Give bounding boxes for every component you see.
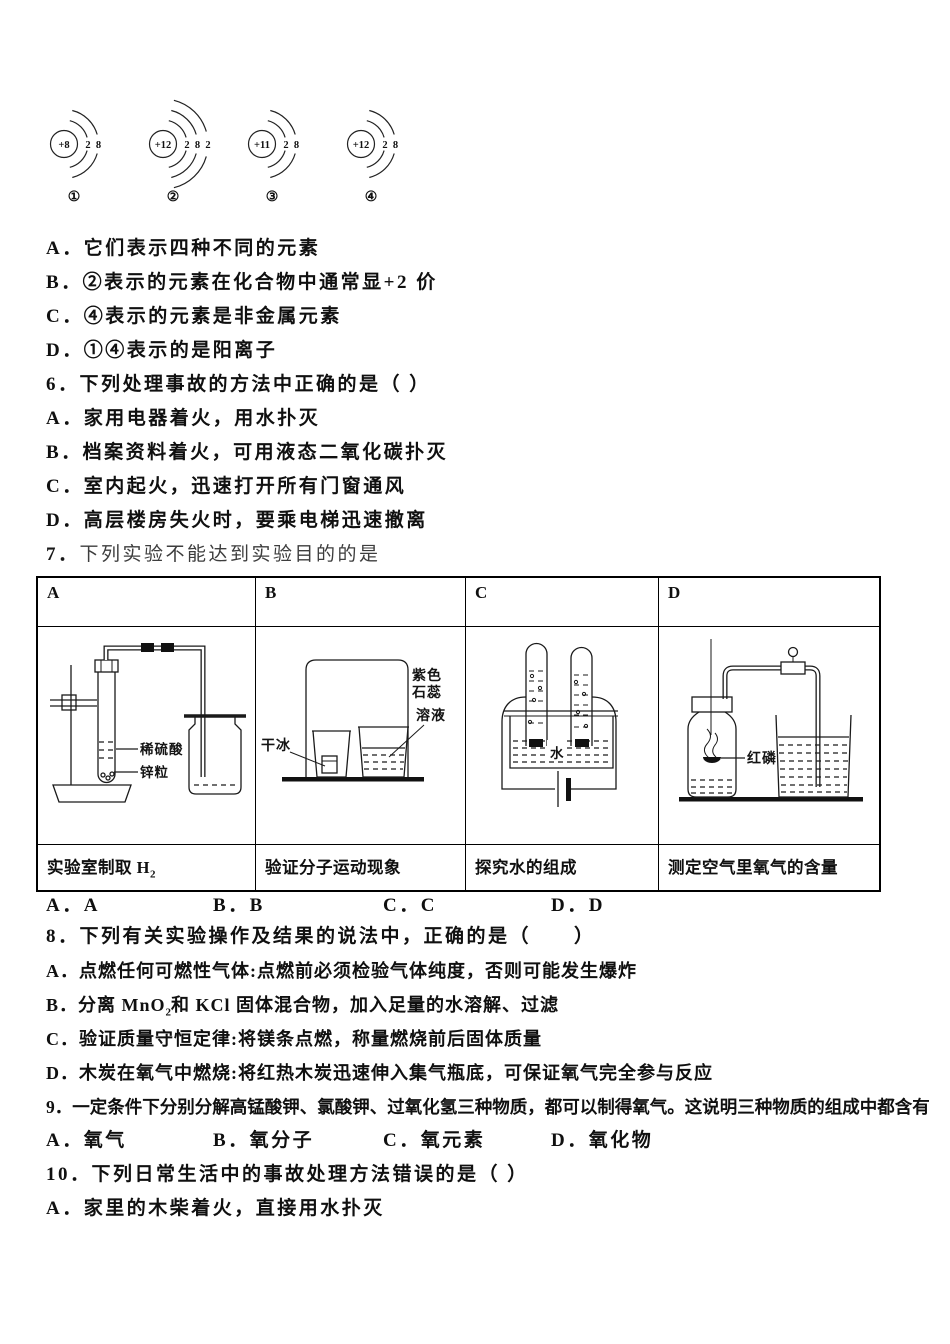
q9-option-a: A．氧气 [46, 1130, 127, 1151]
diagram-cell-molecular-motion: 干冰 紫色 石蕊 溶液 [255, 626, 465, 844]
q9-option-b: B．氧分子 [213, 1130, 315, 1151]
atom-diagram-label: ② [167, 190, 180, 205]
q8-option-d: D．木炭在氧气中燃烧:将红热木炭迅速伸入集气瓶底，可保证氧气完全参与反应 [46, 1063, 713, 1083]
q8-option-b-post: 和 KCl 固体混合物，加入足量的水溶解、过滤 [171, 995, 560, 1015]
shell-electron-count: 2 [205, 140, 210, 151]
oxygen-content-diagram: 红磷 [679, 639, 863, 802]
nucleus-charge: +12 [155, 140, 171, 151]
shell-electron-count: 2 [283, 140, 288, 151]
dilute-sulfuric-acid-label: 稀硫酸 [140, 741, 184, 757]
q5-option-b: B．②表示的元素在化合物中通常显+2 价 [46, 272, 438, 293]
water-electrolysis-diagram: 水 [501, 642, 618, 807]
shell-electron-count: 8 [393, 140, 398, 151]
header-cell-b: B [255, 578, 465, 626]
q8-option-b: B．分离 MnO2和 KCl 固体混合物，加入足量的水溶解、过滤 [0, 988, 950, 1022]
diagram-cell-oxygen-content: 红磷 [658, 626, 879, 844]
caption-a-subscript: 2 [149, 868, 156, 881]
q9-stem: 9．一定条件下分别分解高锰酸钾、氯酸钾、过氧化氢三种物质，都可以制得氧气。这说明… [46, 1097, 930, 1117]
q9-option-c: C．氧元素 [383, 1130, 486, 1151]
q6-stem: 6．下列处理事故的方法中正确的是（ ） [46, 374, 431, 395]
experiment-table-diagram-row: 稀硫酸 锌粒 [38, 626, 879, 844]
q8-option-b-pre: B．分离 MnO [46, 995, 166, 1015]
diagram-cell-hydrogen-preparation: 稀硫酸 锌粒 [38, 626, 255, 844]
shell-electron-count: 8 [294, 140, 299, 151]
shell-electron-count: 8 [195, 140, 200, 151]
water-label: 水 [550, 745, 565, 761]
nucleus-charge: +11 [254, 140, 270, 151]
caption-cell-a: 实验室制取 H2 [38, 844, 255, 890]
zinc-granules-label: 锌粒 [140, 764, 169, 780]
question-9-block: 9．一定条件下分别分解高锰酸钾、氯酸钾、过氧化氢三种物质，都可以制得氧气。这说明… [0, 1090, 950, 1158]
caption-a-text: 实验室制取 H [47, 858, 150, 877]
q7-answer-d: D．D [551, 895, 605, 916]
header-cell-a: A [47, 583, 60, 602]
shell-electron-count: 8 [96, 140, 101, 151]
litmus-label-line1: 紫色 [412, 667, 442, 684]
dry-ice-label: 干冰 [261, 737, 291, 754]
q9-option-d: D．氧化物 [551, 1130, 654, 1151]
header-cell-c: C [465, 578, 658, 626]
q9-options-row: A．氧气 B．氧分子 C．氧元素 D．氧化物 [0, 1124, 950, 1158]
red-phosphorus-label: 红磷 [747, 750, 777, 767]
question-8-block: 8．下列有关实验操作及结果的说法中，正确的是（ ） A．点燃任何可燃性气体:点燃… [0, 920, 950, 1090]
q7-number: 7． [46, 544, 80, 565]
shell-electron-count: 2 [382, 140, 387, 151]
question-block-top: A．它们表示四种不同的元素 B．②表示的元素在化合物中通常显+2 价 C．④表示… [0, 232, 950, 572]
q10-stem: 10．下列日常生活中的事故处理方法错误的是（ ） [46, 1164, 529, 1185]
molecular-motion-diagram: 干冰 紫色 石蕊 溶液 [261, 659, 446, 782]
experiment-table-caption-row: 实验室制取 H2 验证分子运动现象 探究水的组成 测定空气里氧气的含量 [38, 844, 879, 890]
header-cell-d: D [658, 578, 879, 626]
litmus-label-line2: 石蕊 [411, 684, 442, 701]
atom-diagram-label: ① [68, 190, 81, 205]
shell-electron-count: 2 [184, 140, 189, 151]
q6-option-a: A．家用电器着火，用水扑灭 [46, 408, 321, 429]
q7-stem-text: 下列实验不能达到实验目的的是 [79, 544, 381, 565]
caption-cell-b: 验证分子运动现象 [255, 844, 465, 890]
experiment-table-header-row: A B C D [38, 578, 879, 626]
q8-option-c: C．验证质量守恒定律:将镁条点燃，称量燃烧前后固体质量 [46, 1029, 542, 1049]
q8-stem: 8．下列有关实验操作及结果的说法中，正确的是（ ） [46, 926, 596, 947]
nucleus-charge: +12 [353, 140, 369, 151]
question-10-block: 10．下列日常生活中的事故处理方法错误的是（ ） A．家里的木柴着火，直接用水扑… [0, 1158, 950, 1226]
caption-cell-c: 探究水的组成 [465, 844, 658, 890]
caption-cell-d: 测定空气里氧气的含量 [658, 844, 879, 890]
q5-option-c: C．④表示的元素是非金属元素 [46, 306, 342, 327]
atom-diagram-label: ④ [365, 190, 378, 205]
q6-option-c: C．室内起火，迅速打开所有门窗通风 [46, 476, 407, 497]
litmus-label-line3: 溶液 [416, 707, 446, 724]
q7-stem: 7．下列实验不能达到实验目的的是 [0, 538, 950, 572]
q7-answer-b: B．B [213, 895, 265, 916]
q6-option-d: D．高层楼房失火时，要乘电梯迅速撤离 [46, 510, 428, 531]
q5-option-d: D．①④表示的是阳离子 [46, 340, 278, 361]
q7-answer-c: C．C [383, 895, 437, 916]
nucleus-charge: +8 [58, 140, 69, 151]
shell-electron-count: 2 [85, 140, 90, 151]
hydrogen-preparation-diagram: 稀硫酸 锌粒 [50, 643, 246, 803]
atom-diagram-label: ③ [266, 190, 279, 205]
q7-answer-a: A．A [46, 895, 100, 916]
q6-option-b: B．档案资料着火，可用液态二氧化碳扑灭 [46, 442, 449, 463]
q10-option-a: A．家里的木柴着火，直接用水扑灭 [46, 1198, 385, 1219]
q8-option-a: A．点燃任何可燃性气体:点燃前必须检验气体纯度，否则可能发生爆炸 [46, 961, 637, 981]
q8-option-b-subscript: 2 [165, 1006, 172, 1019]
experiment-table: A B C D [36, 576, 881, 892]
q5-option-a: A．它们表示四种不同的元素 [46, 238, 321, 259]
q7-answer-row: A．A B．B C．C D．D [0, 892, 950, 920]
diagram-cell-water-electrolysis: 水 [465, 626, 658, 844]
